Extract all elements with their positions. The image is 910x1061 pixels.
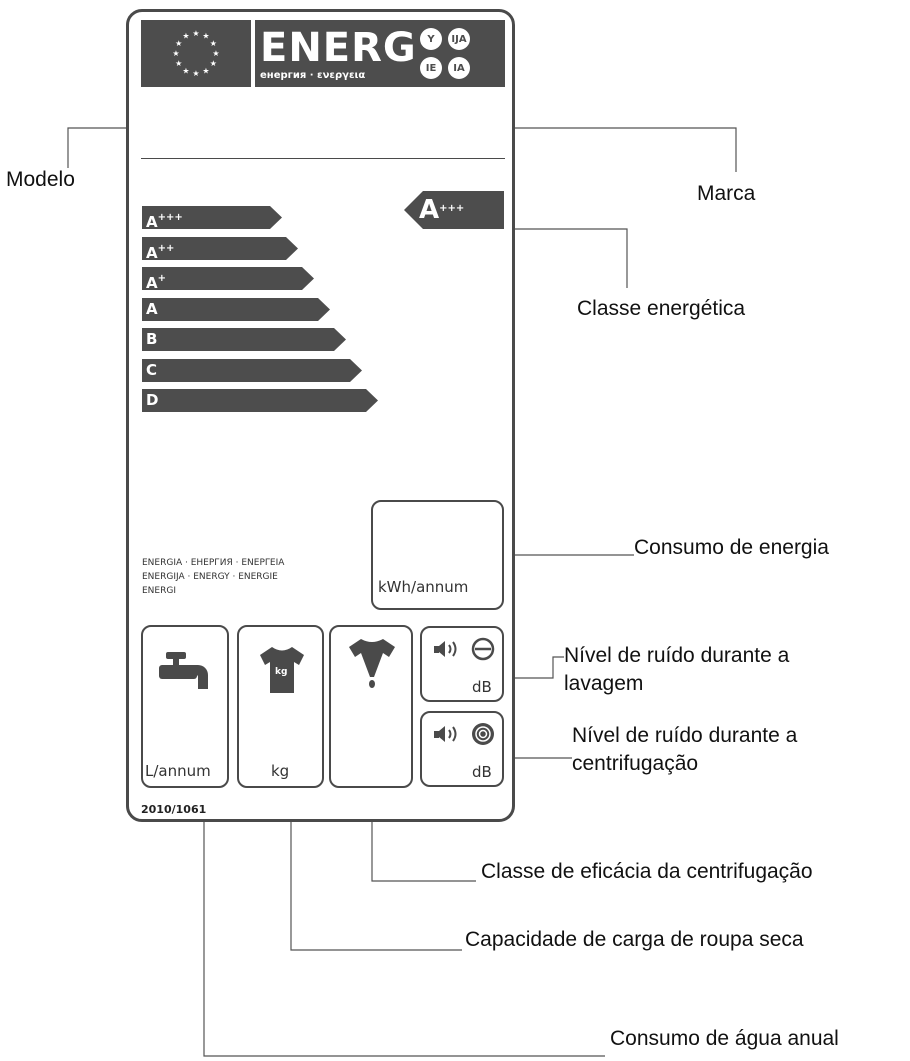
water-consumption-box: L/annum <box>141 625 229 788</box>
scale-bar-label: A+ <box>146 273 166 292</box>
scale-bar-label: D <box>146 391 159 409</box>
scale-bar-label: B <box>146 330 158 348</box>
eu-star: ★ <box>175 59 182 68</box>
lang-code-ia: IA <box>448 57 470 79</box>
scale-bar-aplusplusplus: A+++ <box>142 206 282 231</box>
water-unit: L/annum <box>145 762 211 780</box>
energy-word-line-2: ENERGIJA · ENERGY · ENERGIE <box>142 572 278 582</box>
leader-capacidade <box>290 786 462 951</box>
energ-header: ENERG енергия · ενεργεια Y IJA IE IA <box>255 20 505 87</box>
annotation-modelo: Modelo <box>6 168 75 191</box>
eu-stars-icon: ★★★★★★★★★★★★ <box>172 29 219 78</box>
scale-bar-aplus: A+ <box>142 267 314 292</box>
eu-star: ★ <box>182 66 189 75</box>
scale-bar-a: A <box>142 297 330 321</box>
leader-marca <box>482 127 737 172</box>
capacity-unit: kg <box>271 762 290 780</box>
speaker-icon <box>434 726 457 742</box>
speaker-icon <box>434 641 457 657</box>
scale-bar-d: D <box>142 389 378 412</box>
eu-star: ★ <box>192 69 199 78</box>
eu-star: ★ <box>210 39 217 48</box>
leader-consumo-agua <box>203 780 605 1057</box>
lang-code-ija: IJA <box>448 28 470 50</box>
energ-subtitle: енергия · ενεργεια <box>260 70 366 81</box>
faucet-icon <box>159 652 208 689</box>
tshirt-icon <box>260 647 304 693</box>
eu-flag-panel: ★★★★★★★★★★★★ <box>141 20 251 87</box>
leader-eficacia <box>371 800 476 882</box>
annotation-ruido-centrifugacao-1: Nível de ruído durante a <box>572 724 798 747</box>
energy-consumption-box: kWh/annum <box>371 500 504 610</box>
lang-code-ie: IE <box>420 57 442 79</box>
annotation-consumo-agua: Consumo de água anual <box>610 1027 839 1050</box>
eu-star: ★ <box>212 49 219 58</box>
eu-star: ★ <box>172 49 179 58</box>
annotation-eficacia-centrifugacao: Classe de eficácia da centrifugação <box>481 860 813 883</box>
energy-class-arrow: A+++ <box>404 191 504 229</box>
eu-star: ★ <box>202 32 209 41</box>
annotation-marca: Marca <box>697 182 756 205</box>
energ-title: ENERG <box>260 25 417 71</box>
leader-classe <box>503 228 628 288</box>
energy-word-line-1: ENERGIA · ЕНЕРГИЯ · ΕΝΕΡΓΕΙΑ <box>142 558 285 568</box>
wash-noise-box: dB <box>420 626 504 702</box>
leader-ruido-lavagem <box>503 656 564 679</box>
energy-unit: kWh/annum <box>378 578 469 596</box>
eu-star: ★ <box>182 32 189 41</box>
annotation-consumo-energia: Consumo de energia <box>634 536 829 559</box>
energy-word-line-3: ENERGI <box>142 586 176 596</box>
wrung-shirt-icon <box>349 639 395 688</box>
scale-bar-b: B <box>142 328 346 351</box>
annotation-ruido-centrifugacao-2: centrifugação <box>572 752 699 775</box>
annotation-capacidade-carga: Capacidade de carga de roupa seca <box>465 928 804 951</box>
scale-bar-c: C <box>142 358 362 382</box>
lang-code-y: Y <box>420 28 442 50</box>
wash-drum-icon <box>471 637 495 661</box>
scale-bar-label: A+++ <box>146 212 183 231</box>
scale-bar-label: A++ <box>146 242 175 262</box>
spin-noise-box: dB <box>420 711 504 787</box>
eu-star: ★ <box>175 39 182 48</box>
scale-bar-aplusplus: A++ <box>142 236 298 262</box>
energy-class-value: A+++ <box>419 195 465 225</box>
spin-drum-icon <box>472 723 494 745</box>
spin-efficiency-box <box>329 625 413 788</box>
model-brand-rule <box>141 158 505 159</box>
spin-noise-unit: dB <box>472 763 492 781</box>
annotation-ruido-lavagem-1: Nível de ruído durante a <box>564 644 790 667</box>
regulation-number: 2010/1061 <box>141 803 207 816</box>
eu-star: ★ <box>210 59 217 68</box>
scale-bar-label: C <box>146 360 158 379</box>
eu-star: ★ <box>202 66 209 75</box>
wash-noise-unit: dB <box>472 678 492 696</box>
eu-star: ★ <box>192 29 199 38</box>
annotation-classe-energetica: Classe energética <box>577 297 746 320</box>
scale-bar-label: A <box>146 299 158 318</box>
annotation-ruido-lavagem-2: lavagem <box>564 672 644 695</box>
capacity-box: kg kg <box>237 625 324 788</box>
tshirt-kg-badge: kg <box>275 667 288 677</box>
